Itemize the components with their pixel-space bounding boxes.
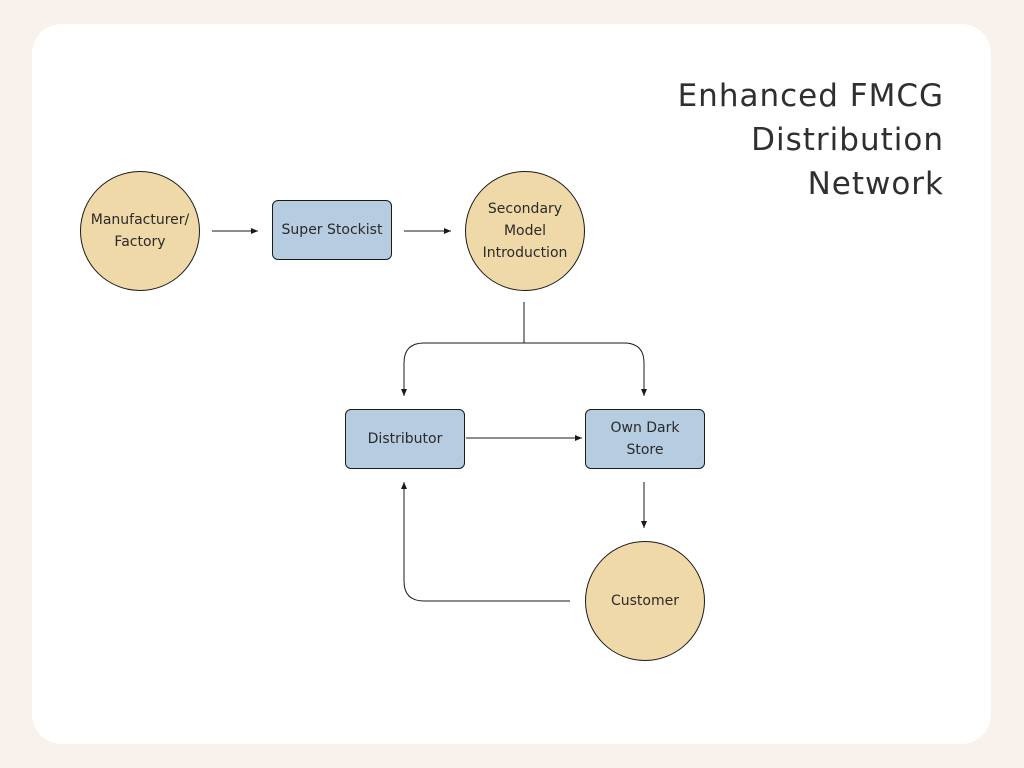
diagram-canvas xyxy=(32,24,991,744)
title-line-3: Network xyxy=(807,166,944,202)
node-distributor-label: Distributor xyxy=(367,431,443,447)
node-own-dark-store-line-2: Store xyxy=(626,442,664,458)
node-customer: Customer xyxy=(585,541,705,661)
node-customer-label: Customer xyxy=(610,593,679,609)
arrow-secondary-model-to-dark-store xyxy=(524,342,647,396)
diagram-title: Enhanced FMCG Distribution Network xyxy=(604,74,944,206)
node-manufacturer: Manufacturer/ Factory xyxy=(80,171,200,291)
node-secondary-model-line-1: Secondary xyxy=(487,201,563,217)
node-secondary-model-line-3: Introduction xyxy=(482,245,568,261)
arrow-customer-to-distributor xyxy=(401,482,570,602)
node-manufacturer-line-2: Factory xyxy=(114,234,166,250)
node-distributor: Distributor xyxy=(345,409,465,469)
node-own-dark-store-line-1: Own Dark xyxy=(610,420,680,436)
node-secondary-model-line-2: Model xyxy=(503,223,547,239)
node-super-stockist: Super Stockist xyxy=(272,200,392,260)
node-super-stockist-label: Super Stockist xyxy=(281,222,383,238)
title-line-2: Distribution xyxy=(751,122,944,158)
arrow-secondary-model-split xyxy=(401,302,525,396)
node-secondary-model: Secondary Model Introduction xyxy=(465,171,585,291)
title-line-1: Enhanced FMCG xyxy=(677,78,944,114)
node-own-dark-store: Own Dark Store xyxy=(585,409,705,469)
node-manufacturer-line-1: Manufacturer/ xyxy=(90,212,190,228)
